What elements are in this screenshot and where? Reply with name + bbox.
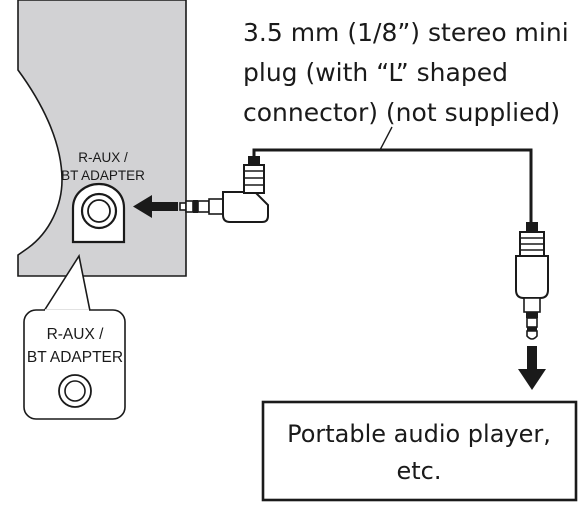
portable-player-box bbox=[261, 400, 578, 502]
down-arrow-icon bbox=[518, 346, 546, 390]
cable-caption-line3: connector) (not supplied) bbox=[243, 98, 560, 127]
cable-caption-line1: 3.5 mm (1/8”) stereo mini bbox=[243, 18, 569, 47]
callout-port-label-line2: BT ADAPTER bbox=[27, 349, 123, 366]
straight-plug bbox=[515, 222, 549, 340]
unit-aux-jack[interactable] bbox=[71, 182, 126, 244]
caption-leader-line bbox=[379, 126, 393, 151]
player-label-line2: etc. bbox=[397, 457, 442, 485]
callout-pointer bbox=[43, 253, 91, 312]
unit-port-label-line1: R-AUX / bbox=[78, 150, 128, 165]
cable-caption-line2: plug (with “L” shaped bbox=[243, 58, 508, 87]
callout-jack-icon bbox=[58, 374, 92, 408]
unit-jack-inner-ring bbox=[87, 199, 111, 223]
audio-cable bbox=[252, 148, 533, 222]
insert-arrow-icon bbox=[133, 195, 178, 218]
l-shaped-plug bbox=[179, 156, 269, 223]
unit-port-label-line2: BT ADAPTER bbox=[61, 168, 145, 183]
callout-port-label-line1: R-AUX / bbox=[47, 326, 105, 343]
player-label-line1: Portable audio player, bbox=[287, 420, 551, 448]
